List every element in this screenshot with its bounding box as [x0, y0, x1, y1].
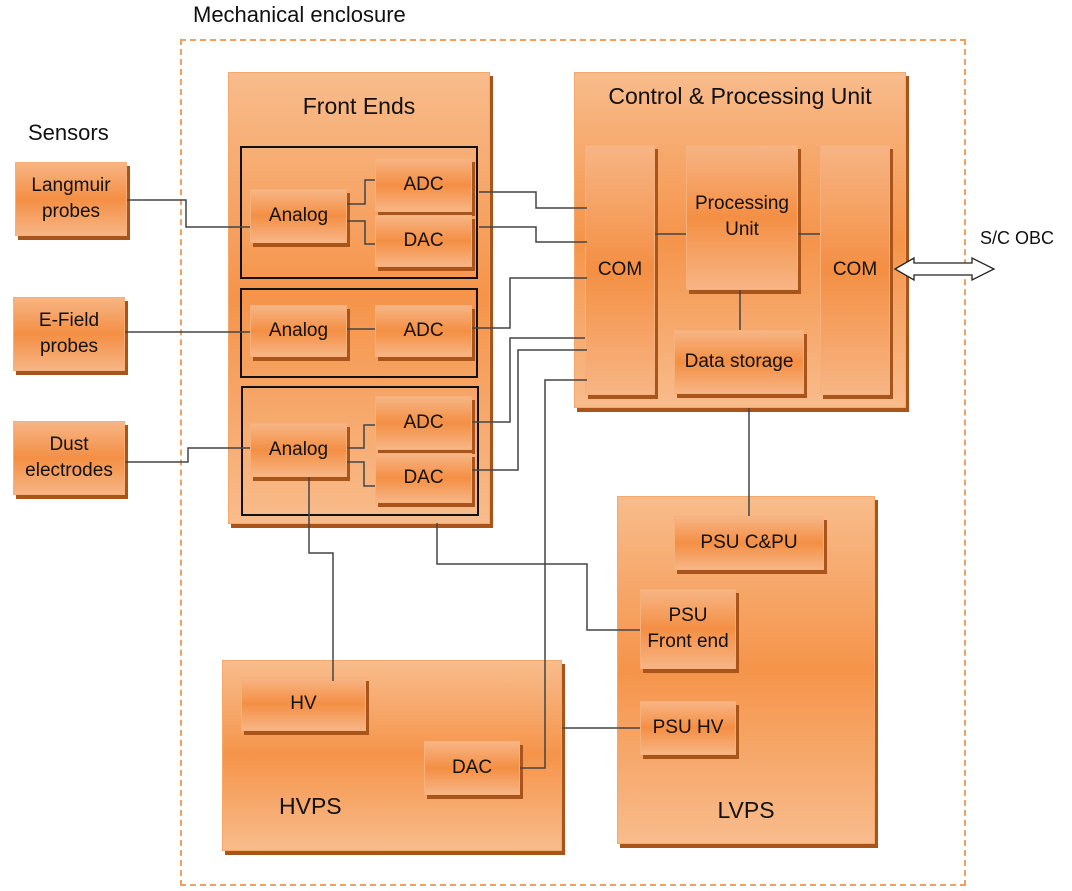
front-end-group-2	[240, 288, 478, 378]
cpu-com-right-block[interactable]: COM	[820, 145, 890, 395]
enclosure-label: Mechanical enclosure	[193, 2, 406, 27]
fe2-analog-block[interactable]: Analog	[250, 305, 347, 357]
sensor-label: Dust	[49, 434, 89, 455]
sensor-label: probes	[39, 336, 99, 357]
cpu-title: Control & Processing Unit	[608, 83, 872, 109]
fe1-analog-block[interactable]: Analog	[250, 189, 347, 243]
cpu-com-left-block[interactable]: COM	[585, 145, 655, 395]
fe1-adc-block[interactable]: ADC	[375, 158, 472, 212]
fe1-dac-block[interactable]: DAC	[375, 215, 472, 267]
processing-unit-label: Unit	[725, 219, 759, 240]
sensor-label: E-Field	[38, 310, 100, 331]
hvps-title: HVPS	[279, 793, 342, 819]
processing-unit-label: Processing	[695, 193, 789, 214]
sensor-label: probes	[41, 201, 101, 222]
lvps-title: LVPS	[717, 797, 775, 823]
psu-hv-block[interactable]: PSU HV	[640, 701, 736, 755]
hv-block[interactable]: HV	[241, 677, 366, 731]
data-storage-block[interactable]: Data storage	[674, 330, 804, 394]
psu-cpu-block[interactable]: PSU C&PU	[674, 516, 824, 570]
psu-front-end-block[interactable]: PSU Front end	[640, 589, 736, 669]
psu-front-end-label: Front end	[647, 631, 729, 652]
sensor-label: electrodes	[25, 460, 113, 481]
front-ends-title: Front Ends	[302, 93, 416, 119]
sensor-dust-electrodes[interactable]: Dust electrodes	[13, 421, 125, 495]
sensor-efield-probes[interactable]: E-Field probes	[13, 297, 125, 371]
hvps-dac-block[interactable]: DAC	[424, 741, 520, 795]
fe3-analog-block[interactable]: Analog	[250, 423, 347, 477]
fe2-adc-block[interactable]: ADC	[375, 305, 472, 357]
sensor-langmuir-probes[interactable]: Langmuir probes	[15, 162, 127, 236]
fe3-dac-block[interactable]: DAC	[375, 453, 472, 503]
sensors-title: Sensors	[28, 120, 109, 145]
sensor-label: Langmuir	[31, 175, 111, 196]
fe3-adc-block[interactable]: ADC	[375, 396, 472, 450]
psu-front-end-label: PSU	[668, 605, 708, 626]
sc-obc-label: S/C OBC	[980, 228, 1055, 248]
